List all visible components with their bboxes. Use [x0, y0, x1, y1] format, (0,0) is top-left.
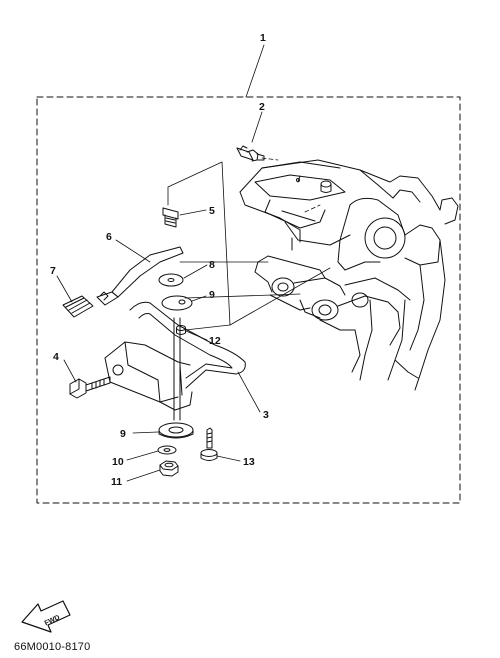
- part-9-bushing-lower: [158, 422, 194, 439]
- callout-6: 6: [106, 231, 112, 243]
- part-10-washer: [157, 445, 177, 455]
- part-8-washer: [158, 273, 184, 287]
- callout-3: 3: [263, 409, 269, 421]
- part-4-bolt: [69, 376, 111, 399]
- callout-1: 1: [260, 32, 266, 44]
- callout-8: 8: [209, 259, 215, 271]
- diagram-code: 66M0010-8170: [14, 641, 91, 653]
- callout-numbers: 1 2 5 6 8 7 9 12 4 3 9 10 13 11: [50, 32, 269, 488]
- assembly-lines: [167, 157, 331, 331]
- callout-9-upper: 9: [209, 289, 215, 301]
- callout-4: 4: [53, 351, 59, 363]
- callout-11: 11: [111, 476, 122, 488]
- callout-7: 7: [50, 265, 56, 277]
- part-11-nut: [159, 460, 179, 477]
- callout-leaders: [56, 44, 265, 482]
- part-12-collar: [176, 325, 186, 335]
- assembly-boundary: [36, 96, 461, 504]
- fwd-arrow-icon: [21, 600, 71, 633]
- part-13-bolt: [200, 427, 218, 461]
- callout-5: 5: [209, 205, 215, 217]
- callout-12: 12: [209, 335, 221, 347]
- part-7-grip: [62, 295, 94, 318]
- part-3-bracket: [104, 301, 246, 421]
- part-5-fitting: [162, 207, 179, 228]
- part-6-lever: [96, 246, 184, 306]
- part-9-bushing-upper: [161, 295, 193, 311]
- engine-housing: [239, 159, 459, 391]
- callout-13: 13: [243, 456, 255, 468]
- part-2-grease-nipple: [236, 145, 265, 162]
- callout-2: 2: [259, 101, 265, 113]
- callout-10: 10: [112, 456, 124, 468]
- callout-9-lower: 9: [120, 428, 126, 440]
